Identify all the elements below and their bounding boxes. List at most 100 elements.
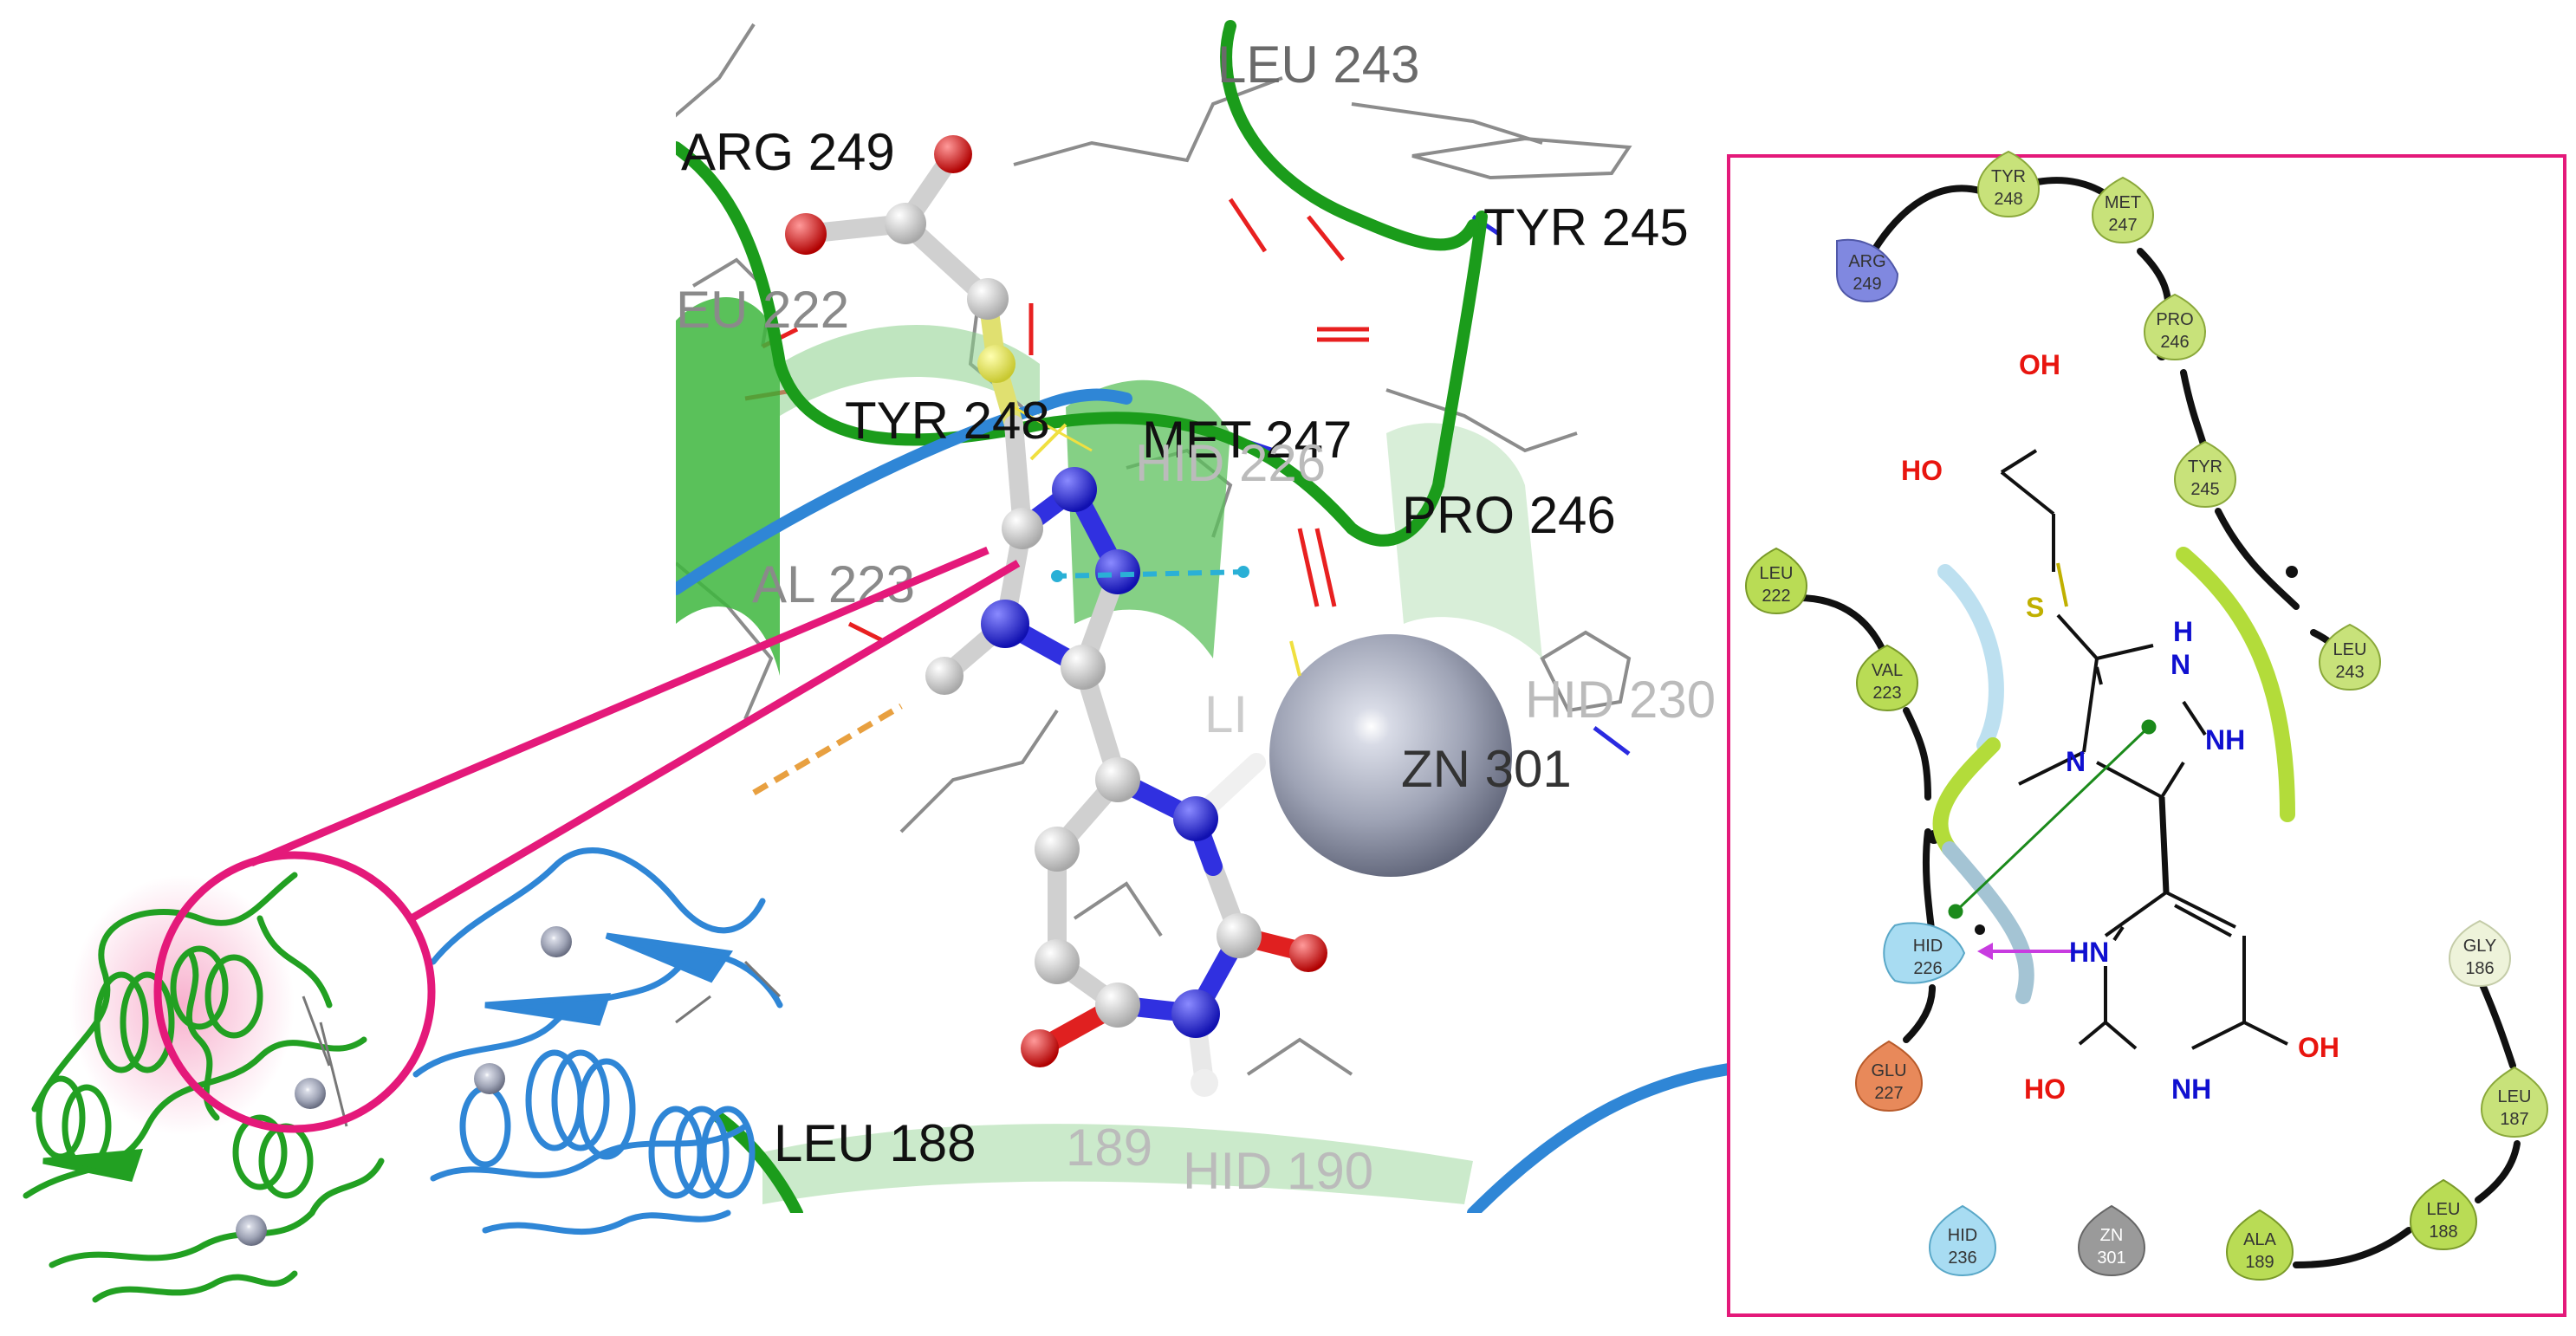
zoom-indicator bbox=[153, 546, 1021, 1133]
label-3d: LEU 188 bbox=[774, 1114, 977, 1172]
blue-chain-overview bbox=[412, 847, 783, 1235]
residue-number: 245 bbox=[2190, 480, 2219, 499]
interaction-lines bbox=[752, 405, 1301, 796]
blue-coil bbox=[676, 388, 1755, 1213]
residue-name: LEU bbox=[2427, 1200, 2461, 1219]
residue-bubbles: TYR 248 MET 247 ARG 249 PRO 246 TYR bbox=[1744, 150, 2549, 1281]
residue-number: 301 bbox=[2097, 1248, 2125, 1268]
residue-number: 187 bbox=[2500, 1110, 2528, 1129]
zoom-3d-panel: LEU 243 ARG 249 TYR 245 EU 222 TYR 248 M… bbox=[676, 20, 1755, 1213]
pi-stacking-line bbox=[1948, 719, 2157, 919]
residue-bubble: LEU 188 bbox=[2409, 1178, 2478, 1251]
hbond-arrow bbox=[1977, 943, 2075, 960]
zinc-sphere bbox=[1269, 634, 1512, 877]
residue-bubble: TYR 248 bbox=[1976, 150, 2041, 218]
atom-label: HO bbox=[1901, 455, 1943, 486]
ligand-2d-bonds bbox=[2000, 449, 2288, 1050]
label-3d: MET 247 bbox=[1142, 411, 1352, 469]
label-3d: LEU 243 bbox=[1217, 36, 1420, 94]
interaction-panel-frame bbox=[1727, 154, 2566, 1317]
residue-name: ZN bbox=[2100, 1226, 2124, 1245]
residue-number: 227 bbox=[1874, 1084, 1903, 1103]
zinc-overview bbox=[474, 1063, 505, 1094]
label-3d: TYR 248 bbox=[845, 392, 1050, 450]
atom-label: HO bbox=[2024, 1073, 2066, 1105]
residue-name: TYR bbox=[2188, 457, 2222, 477]
residue-name: ALA bbox=[2243, 1230, 2276, 1249]
label-3d: HID 190 bbox=[1183, 1142, 1373, 1200]
atom-label: S bbox=[2026, 592, 2044, 623]
atom-label: NH bbox=[2171, 1073, 2211, 1105]
residue-name: LEU bbox=[1760, 564, 1794, 583]
residue-labels-3d: LEU 243 ARG 249 TYR 245 EU 222 TYR 248 M… bbox=[676, 36, 1716, 1200]
residue-number: 236 bbox=[1948, 1248, 1976, 1268]
residue-number: 186 bbox=[2465, 959, 2494, 978]
ligand-atoms bbox=[785, 135, 1327, 1097]
interaction-2d: OH HO S H N NH N HN OH HO NH TYR 248 MET… bbox=[1744, 150, 2549, 1281]
residue-number: 189 bbox=[2245, 1253, 2274, 1272]
label-3d: EU 222 bbox=[676, 281, 849, 339]
residue-bubble: ALA 189 bbox=[2225, 1209, 2294, 1281]
label-3d: TYR 245 bbox=[1483, 198, 1689, 256]
zinc-overview bbox=[541, 926, 572, 957]
green-coil bbox=[676, 20, 1488, 1213]
residue-name: VAL bbox=[1872, 661, 1903, 680]
residue-bubble: LEU 243 bbox=[2318, 623, 2382, 691]
helix-ribbons bbox=[676, 296, 1542, 1204]
residue-name: GLY bbox=[2463, 937, 2497, 956]
residue-name: LEU bbox=[2333, 640, 2367, 659]
wire-overview bbox=[302, 960, 782, 1127]
residue-name: PRO bbox=[2156, 310, 2193, 329]
label-3d: ARG 249 bbox=[681, 123, 895, 181]
residue-name: ARG bbox=[1848, 252, 1885, 271]
residue-number: 222 bbox=[1762, 587, 1790, 606]
residue-bubble: GLU 227 bbox=[1854, 1040, 1924, 1112]
residue-name: LEU bbox=[2498, 1087, 2532, 1106]
residue-name: MET bbox=[2105, 193, 2141, 212]
residue-bubble: LEU 222 bbox=[1744, 547, 1808, 615]
label-3d: PRO 246 bbox=[1402, 486, 1616, 544]
residue-number: 248 bbox=[1994, 190, 2022, 209]
label-3d: LI bbox=[1204, 685, 1248, 743]
atom-label: OH bbox=[2019, 349, 2060, 380]
atom-label: N bbox=[2066, 746, 2086, 777]
label-3d: HID 230 bbox=[1525, 671, 1716, 729]
residue-number: 223 bbox=[1872, 684, 1901, 703]
atom-label: OH bbox=[2298, 1032, 2339, 1063]
residue-number: 249 bbox=[1853, 275, 1881, 294]
residue-name: HID bbox=[1913, 937, 1943, 956]
residue-number: 243 bbox=[2335, 663, 2364, 682]
residue-bubble: PRO 246 bbox=[2143, 293, 2207, 361]
zinc-overview bbox=[295, 1078, 326, 1109]
atom-label: H bbox=[2173, 616, 2193, 647]
residue-name: TYR bbox=[1991, 167, 2026, 186]
residue-bubble: HID 226 bbox=[1883, 922, 1966, 984]
atom-label: NH bbox=[2205, 724, 2245, 756]
residue-number: 226 bbox=[1913, 959, 1942, 978]
residue-bubble: ARG 249 bbox=[1836, 238, 1899, 303]
residue-number: 188 bbox=[2429, 1223, 2457, 1242]
label-3d: ZN 301 bbox=[1401, 740, 1572, 798]
residue-bubble: HID 236 bbox=[1928, 1204, 1997, 1277]
residue-name: GLU bbox=[1871, 1061, 1906, 1080]
residue-bubble: ZN 301 bbox=[2077, 1204, 2146, 1277]
overview-structure bbox=[23, 847, 783, 1303]
residue-bubble: GLY 186 bbox=[2448, 919, 2512, 988]
solvent-exposure-arcs bbox=[1932, 547, 2295, 1004]
atom-label: HN bbox=[2069, 937, 2109, 968]
residue-bubble: TYR 245 bbox=[2173, 440, 2237, 509]
zinc-overview bbox=[236, 1215, 267, 1246]
atom-labels-2d: OH HO S H N NH N HN OH HO NH bbox=[1901, 349, 2339, 1105]
residue-bubble: VAL 223 bbox=[1855, 644, 1919, 712]
label-3d: 189 bbox=[1066, 1119, 1152, 1177]
residue-name: HID bbox=[1948, 1226, 1977, 1245]
residue-bubble: MET 247 bbox=[2091, 176, 2155, 244]
label-3d: AL 223 bbox=[752, 555, 915, 613]
residue-number: 247 bbox=[2108, 216, 2137, 235]
label-3d: HID 226 bbox=[1135, 434, 1326, 492]
residue-number: 246 bbox=[2160, 333, 2189, 352]
atom-label: N bbox=[2170, 649, 2190, 680]
residue-bubble: LEU 187 bbox=[2480, 1066, 2549, 1138]
